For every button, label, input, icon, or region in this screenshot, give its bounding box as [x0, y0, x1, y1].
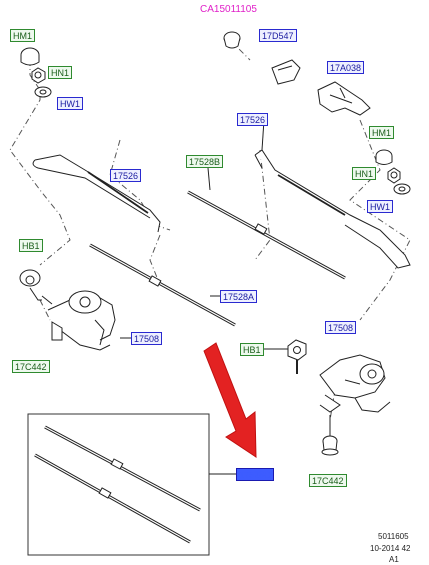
- callout-17a038[interactable]: 17A038: [327, 61, 365, 74]
- callout-17528c-highlighted[interactable]: 17528C: [236, 468, 274, 481]
- top-cap: [223, 31, 241, 49]
- motor-assembly-right: [319, 354, 391, 413]
- hw1-washer-right: [393, 183, 411, 195]
- motor-assembly-left: [47, 290, 116, 351]
- callout-hn1-left[interactable]: HN1: [48, 66, 73, 79]
- inset-blade-upper: [44, 425, 201, 512]
- hw1-washer-left: [34, 86, 52, 98]
- wiper-arm-left: [32, 154, 161, 233]
- callout-17d547[interactable]: 17D547: [259, 29, 297, 42]
- inset-blade-lower: [34, 453, 191, 544]
- callout-17508-right[interactable]: 17508: [325, 321, 357, 334]
- wiper-blade-right: [187, 190, 346, 280]
- footer-date-code: 10-2014 42: [370, 544, 411, 553]
- hn1-nut-left: [31, 67, 46, 84]
- footer-ref-number: 5011605: [378, 532, 409, 541]
- grommet-right: [321, 435, 339, 456]
- wiper-blade-left: [89, 243, 236, 327]
- callout-hw1-left[interactable]: HW1: [57, 97, 83, 110]
- callout-hb1-left[interactable]: HB1: [19, 239, 43, 252]
- wiper-arm-right: [254, 149, 411, 269]
- callout-hb1-right[interactable]: HB1: [240, 343, 264, 356]
- catalog-code: CA15011105: [200, 4, 257, 15]
- clip-17d547: [271, 59, 301, 85]
- callout-hm1-left[interactable]: HM1: [10, 29, 36, 42]
- callout-17508-left[interactable]: 17508: [131, 332, 163, 345]
- callout-17528a[interactable]: 17528A: [220, 290, 258, 303]
- callout-hm1-right[interactable]: HM1: [369, 126, 395, 139]
- hb1-fastener-left: [19, 269, 53, 305]
- red-arrow: [203, 342, 257, 458]
- hm1-cap-right: [375, 149, 393, 165]
- hn1-nut-right: [387, 167, 401, 184]
- footer-revision: A1: [389, 555, 399, 564]
- inset-box: [27, 413, 210, 556]
- callout-17526-right[interactable]: 17526: [237, 113, 269, 126]
- callout-hn1-right[interactable]: HN1: [352, 167, 377, 180]
- bracket-17a038: [317, 81, 371, 116]
- hm1-cap-left: [20, 47, 40, 66]
- hb1-fastener-right: [287, 339, 307, 374]
- callout-17c442-right[interactable]: 17C442: [309, 474, 347, 487]
- callout-17528b[interactable]: 17528B: [186, 155, 224, 168]
- callout-hw1-right[interactable]: HW1: [367, 200, 393, 213]
- callout-17526-left[interactable]: 17526: [110, 169, 142, 182]
- callout-17c442-left[interactable]: 17C442: [12, 360, 50, 373]
